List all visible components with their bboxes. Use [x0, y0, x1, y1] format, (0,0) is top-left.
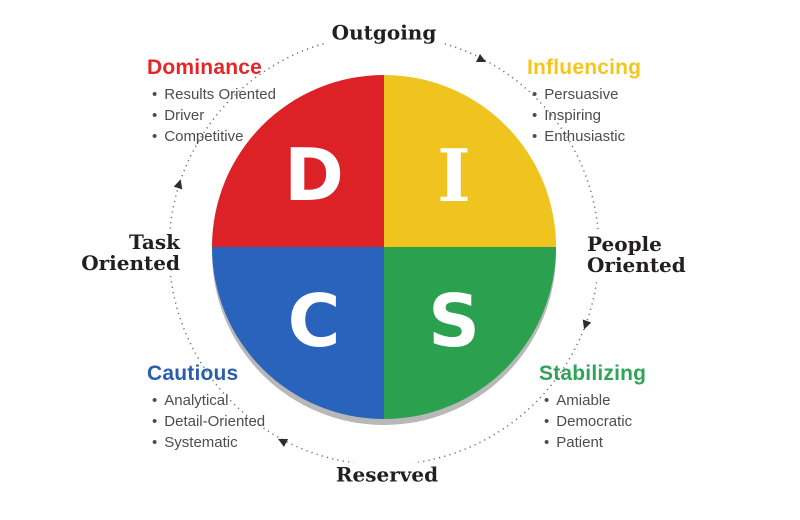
- trait-label: Inspiring: [544, 107, 601, 125]
- letter-c: C: [287, 279, 341, 363]
- trait-item: • Patient: [544, 432, 646, 453]
- trait-item: • Amiable: [544, 390, 646, 411]
- trait-item: • Results Oriented: [152, 84, 276, 105]
- axis-label-line: Oriented: [587, 253, 686, 277]
- cautious-traits: • Analytical • Detail-Oriented • Systematic: [152, 390, 265, 453]
- trait-item: • Persuasive: [532, 84, 641, 105]
- trait-item: • Inspiring: [532, 105, 641, 126]
- influencing-block: Influencing • Persuasive • Inspiring • Enth…: [527, 56, 642, 147]
- clockwise-arrowheads: [173, 53, 592, 448]
- axis-label-reserved: Reserved: [328, 462, 446, 488]
- stabilizing-traits: • Amiable • Democratic • Patient: [544, 390, 646, 453]
- trait-label: Amiable: [556, 392, 611, 410]
- dominance-title: Dominance: [147, 56, 262, 79]
- influencing-traits: • Persuasive • Inspiring • Enthusiastic: [532, 84, 641, 147]
- bullet-icon: •: [152, 107, 158, 125]
- bullet-icon: •: [152, 413, 158, 431]
- cautious-title: Cautious: [147, 362, 239, 385]
- arrowhead-top-right-icon: [476, 53, 487, 63]
- bullet-icon: •: [152, 86, 158, 104]
- trait-label: Driver: [164, 107, 205, 125]
- trait-item: • Enthusiastic: [532, 126, 641, 147]
- trait-item: • Competitive: [152, 126, 276, 147]
- bullet-icon: •: [544, 413, 550, 431]
- bullet-icon: •: [544, 434, 550, 452]
- cautious-block: Cautious • Analytical • Detail-Oriented • S…: [147, 362, 265, 453]
- bullet-icon: •: [532, 128, 538, 146]
- trait-label: Persuasive: [544, 86, 619, 104]
- trait-label: Enthusiastic: [544, 128, 626, 146]
- letter-s: S: [428, 279, 480, 363]
- trait-label: Systematic: [164, 434, 238, 452]
- axis-label-outgoing: Outgoing: [324, 20, 444, 46]
- axis-label-line: Task: [128, 230, 180, 254]
- trait-label: Democratic: [556, 413, 633, 431]
- axis-label-line: Oriented: [81, 251, 180, 275]
- trait-label: Competitive: [164, 128, 244, 146]
- trait-label: Detail-Oriented: [164, 413, 266, 431]
- trait-item: • Analytical: [152, 390, 265, 411]
- bullet-icon: •: [152, 392, 158, 410]
- bullet-icon: •: [152, 434, 158, 452]
- bullet-icon: •: [532, 86, 538, 104]
- trait-label: Results Oriented: [164, 86, 276, 104]
- trait-item: • Driver: [152, 105, 276, 126]
- arrowhead-right-icon: [582, 319, 592, 330]
- bullet-icon: •: [532, 107, 538, 125]
- quadrant-i-yellow: [384, 75, 556, 247]
- trait-item: • Detail-Oriented: [152, 411, 265, 432]
- arrowhead-bottom-left-icon: [277, 438, 289, 448]
- bullet-icon: •: [544, 392, 550, 410]
- dominance-block: Dominance • Results Oriented • Driver • Com…: [147, 56, 276, 147]
- trait-item: • Democratic: [544, 411, 646, 432]
- trait-label: Analytical: [164, 392, 229, 410]
- letter-i: I: [437, 133, 471, 218]
- influencing-title: Influencing: [527, 56, 642, 79]
- stabilizing-title: Stabilizing: [539, 362, 647, 385]
- bullet-icon: •: [152, 128, 158, 146]
- arrowhead-left-icon: [173, 179, 183, 190]
- quadrant-c-blue: [212, 247, 384, 419]
- trait-label: Patient: [556, 434, 603, 452]
- axis-label-people-oriented: People Oriented: [580, 232, 693, 278]
- letter-d: D: [284, 133, 344, 217]
- axis-label-task-oriented: Task Oriented: [74, 230, 187, 276]
- quadrant-s-green: [384, 247, 556, 419]
- stabilizing-block: Stabilizing • Amiable • Democratic • Patien…: [539, 362, 647, 453]
- trait-item: • Systematic: [152, 432, 265, 453]
- dominance-traits: • Results Oriented • Driver • Competitive: [152, 84, 276, 147]
- axis-label-line: People: [587, 232, 662, 256]
- quadrant-d-red: [212, 75, 384, 247]
